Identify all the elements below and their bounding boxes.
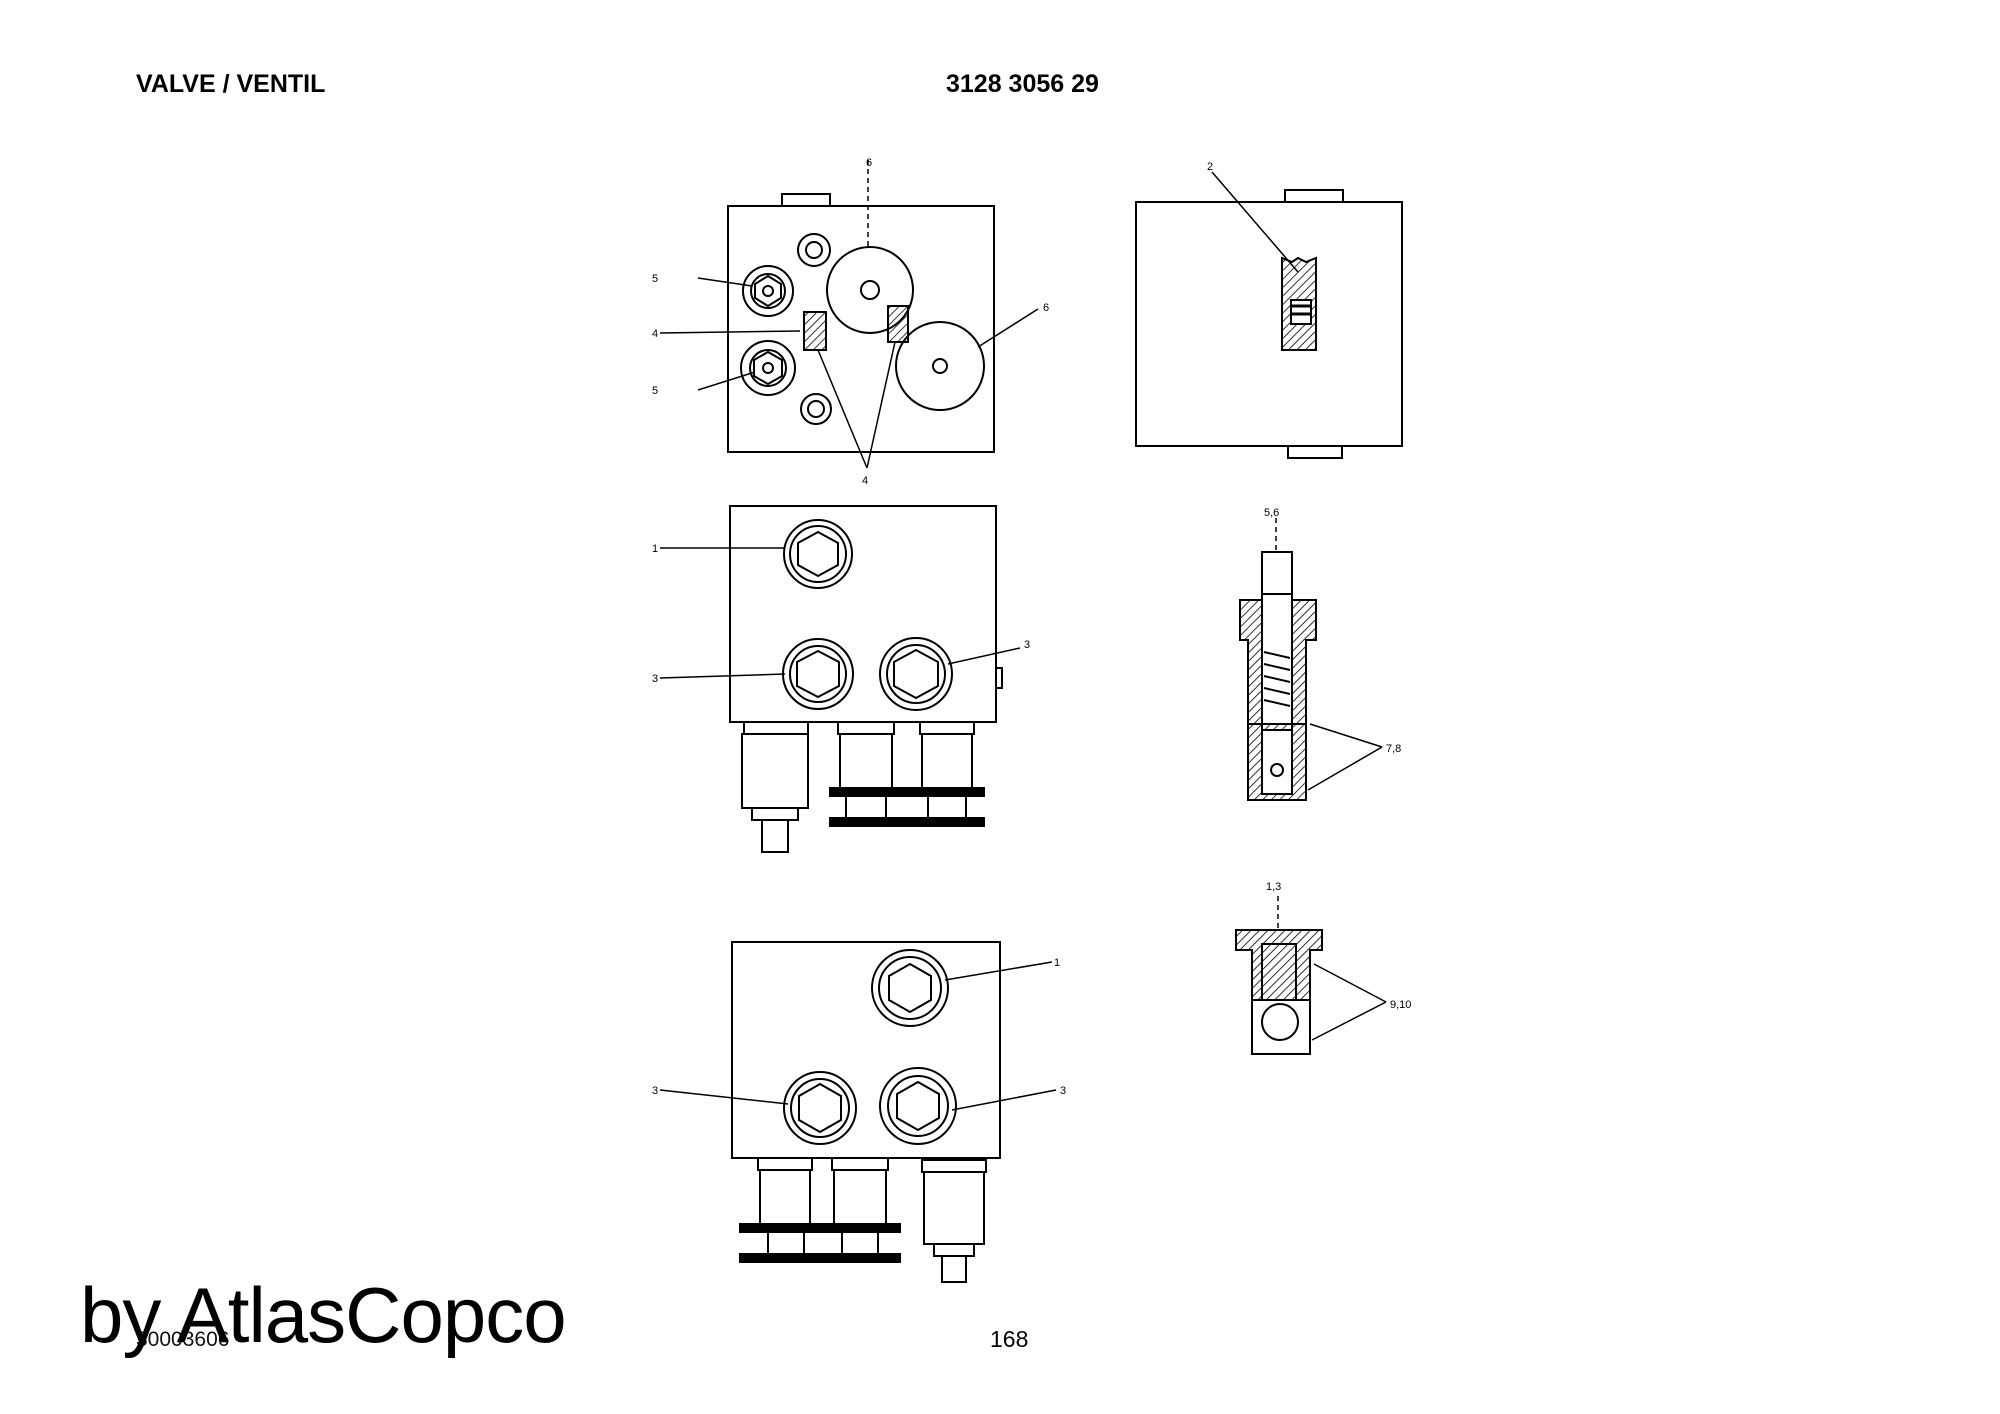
callout-7-8: 7,8 [1386,743,1401,755]
plug-large-top [826,246,914,334]
side-view-block-outline [1135,201,1403,447]
callout-1-3: 1,3 [1266,881,1281,893]
top-view-boss [781,193,831,207]
document-reference: 30003606 [136,1328,230,1351]
callout-9-10: 9,10 [1390,999,1411,1011]
callout-5-upper: 5 [652,273,658,285]
callout-6-right: 6 [1043,302,1049,314]
callout-3-front-left: 3 [652,673,658,685]
nozzle-left [803,311,827,351]
drawing-title: VALVE / VENTIL [136,70,326,98]
side-view [1135,171,1403,459]
callout-5-lower: 5 [652,385,658,397]
check-valve-section [1235,896,1387,1055]
page-number: 168 [990,1326,1029,1352]
watermark-text: by AtlasCopco [80,1271,567,1359]
part-number: 3128 3056 29 [946,70,1099,98]
callout-4-bottom: 4 [862,475,868,487]
callout-2: 2 [1207,161,1213,173]
plug-large-right [895,321,985,411]
front-view-block-outline [729,505,997,723]
callout-1-front: 1 [652,543,658,555]
callout-3-front-right: 3 [1024,639,1030,651]
rear-view-block-outline [731,941,1001,1159]
front-view [659,505,1021,853]
cartridge-valve-section [1239,518,1383,801]
top-view-block-outline [727,205,995,453]
callout-5-6: 5,6 [1264,507,1279,519]
top-view [659,160,1039,469]
callout-4-left: 4 [652,328,658,340]
callout-3-rear-left: 3 [652,1085,658,1097]
callout-3-rear-right: 3 [1060,1085,1066,1097]
callout-1-rear: 1 [1054,957,1060,969]
rear-view [659,941,1057,1283]
callout-6-top: 6 [866,157,872,169]
nozzle-right [887,305,909,343]
